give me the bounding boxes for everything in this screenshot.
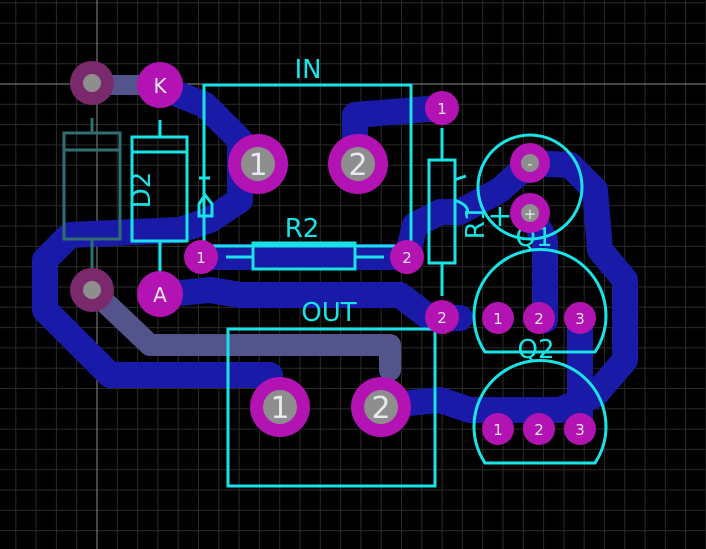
pad-r2-1-label: 1 (196, 249, 206, 267)
track-bottom-a-out (81, 279, 401, 381)
track-cap-q (377, 150, 638, 423)
label-out: OUT (301, 298, 356, 328)
pad-k[interactable]: K (137, 62, 183, 108)
pad-d1-a[interactable] (70, 268, 114, 312)
pad-cap-neg-label: - (527, 155, 532, 173)
pad-in-2-label: 2 (348, 148, 367, 183)
pad-a-label: A (153, 283, 167, 307)
pad-q2-1-label: 1 (493, 421, 503, 439)
pad-r2-2[interactable]: 2 (390, 240, 424, 274)
label-q2: Q2 (517, 335, 554, 365)
pad-a[interactable]: A (137, 271, 183, 317)
cap-mark (453, 174, 469, 216)
pad-q1-3[interactable]: 3 (564, 302, 596, 334)
pads: K A 1 2 1 2 1 2 (70, 61, 596, 445)
cap-outline (476, 133, 584, 241)
silkscreen (62, 83, 608, 488)
pad-out-2-label: 2 (371, 391, 390, 426)
pad-r1-2-label: 2 (437, 309, 447, 327)
pad-r2-1[interactable]: 1 (184, 240, 218, 274)
pad-q1-1-label: 1 (493, 310, 503, 328)
pad-k-label: K (153, 74, 167, 98)
q2-outline (472, 359, 608, 465)
in-connector-outline (202, 83, 413, 248)
diode-mark (197, 176, 214, 218)
pad-q1-2-label: 2 (534, 310, 544, 328)
pad-out-1[interactable]: 1 (250, 377, 310, 437)
pad-out-2[interactable]: 2 (351, 377, 411, 437)
pad-q2-1[interactable]: 1 (482, 413, 514, 445)
d2-outline (130, 120, 189, 272)
pad-q1-3-label: 3 (575, 310, 585, 328)
pad-q2-3[interactable]: 3 (564, 413, 596, 445)
pad-d1-k[interactable] (70, 61, 114, 105)
pad-in-1[interactable]: 1 (228, 134, 288, 194)
track-k-loop (32, 72, 283, 388)
pad-q1-1[interactable]: 1 (482, 302, 514, 334)
pad-q1-2[interactable]: 2 (523, 302, 555, 334)
pad-in-1-label: 1 (248, 148, 267, 183)
d1-outline (62, 118, 122, 270)
pad-r1-1-label: 1 (437, 100, 447, 118)
pad-r2-2-label: 2 (402, 249, 412, 267)
pad-r1-1[interactable]: 1 (425, 91, 459, 125)
label-r2: R2 (285, 214, 320, 244)
pad-q2-2-label: 2 (534, 421, 544, 439)
label-r1: R1 (461, 205, 491, 240)
pad-q2-2[interactable]: 2 (523, 413, 555, 445)
track-r2-cap (394, 150, 543, 270)
label-cap-plus: + (487, 199, 512, 234)
silk-labels: IN OUT R2 R1 D2 Q1 Q2 + (127, 55, 555, 365)
pad-in-2[interactable]: 2 (328, 134, 388, 194)
q1-outline (472, 248, 608, 354)
pad-cap-pos[interactable]: + (510, 193, 550, 233)
pad-out-1-label: 1 (270, 391, 289, 426)
out-connector-outline (226, 327, 437, 488)
pad-r1-2[interactable]: 2 (425, 300, 459, 334)
pad-cap-neg[interactable]: - (510, 143, 550, 183)
pad-cap-pos-label: + (524, 205, 537, 223)
pad-q2-3-label: 3 (575, 421, 585, 439)
label-d2: D2 (127, 172, 157, 209)
label-in: IN (294, 55, 321, 85)
